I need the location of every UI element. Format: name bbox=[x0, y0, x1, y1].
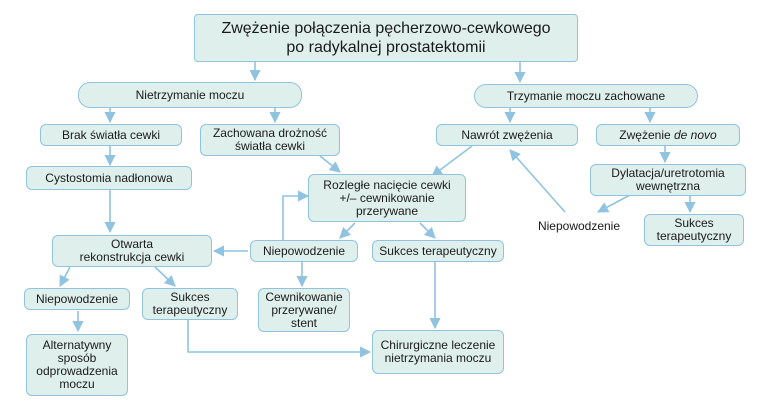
no-lumen-node: Brak światła cewki bbox=[40, 124, 182, 146]
title-node: Zwężenie połączenia pęcherzowo-cewkowego… bbox=[194, 14, 578, 62]
success-left-node: Sukces terapeutyczny bbox=[142, 288, 238, 320]
edge-success-left-to-surgical bbox=[187, 320, 372, 358]
patent-lumen-node: Zachowana drożność światła cewki bbox=[200, 124, 340, 156]
edge-open-recon-to-success-left bbox=[154, 266, 176, 287]
failure-right-label: Niepowodzenie bbox=[537, 218, 621, 233]
surgical-treatment-node: Chirurgiczne leczenie nietrzymania moczu bbox=[372, 330, 504, 374]
edge-open-recon-to-failure-left bbox=[59, 266, 71, 287]
continence-node: Trzymanie moczu zachowane bbox=[474, 84, 698, 108]
edge-recurrence-to-incision bbox=[431, 145, 473, 177]
de-novo-node: Zwężenie de novo bbox=[596, 124, 740, 146]
edge-dilation-to-failure-right bbox=[597, 194, 631, 213]
failure-mid-node: Niepowodzenie bbox=[250, 240, 358, 262]
edge-incision-to-success-mid bbox=[419, 222, 436, 239]
edge-incision-to-failure-mid bbox=[339, 222, 356, 239]
success-mid-node: Sukces terapeutyczny bbox=[372, 240, 504, 262]
edge-patent-to-incision bbox=[319, 155, 341, 173]
de-novo-italic: de novo bbox=[674, 127, 717, 142]
success-right-node: Sukces terapeutyczny bbox=[644, 214, 744, 246]
catheter-stent-node: Cewnikowanie przerywane/ stent bbox=[258, 288, 350, 332]
edge-failure-right-to-recurrence bbox=[509, 149, 566, 213]
edge-failure-mid-loop bbox=[282, 190, 310, 240]
open-reconstruction-node: Otwarta rekonstrukcja cewki bbox=[52, 235, 212, 267]
dilation-node: Dylatacja/uretrotomia wewnętrzna bbox=[590, 164, 746, 196]
failure-left-node: Niepowodzenie bbox=[24, 288, 130, 310]
incontinence-node: Nietrzymanie moczu bbox=[78, 82, 302, 108]
incision-node: Rozległe nacięcie cewki +/– cewnikowanie… bbox=[308, 174, 466, 222]
urinary-diversion-node: Alternatywny sposób odprowadzenia moczu bbox=[26, 334, 128, 396]
cystostomy-node: Cystostomia nadłonowa bbox=[26, 166, 192, 190]
recurrence-node: Nawrót zwężenia bbox=[436, 124, 578, 146]
de-novo-prefix: Zwężenie bbox=[619, 127, 674, 142]
